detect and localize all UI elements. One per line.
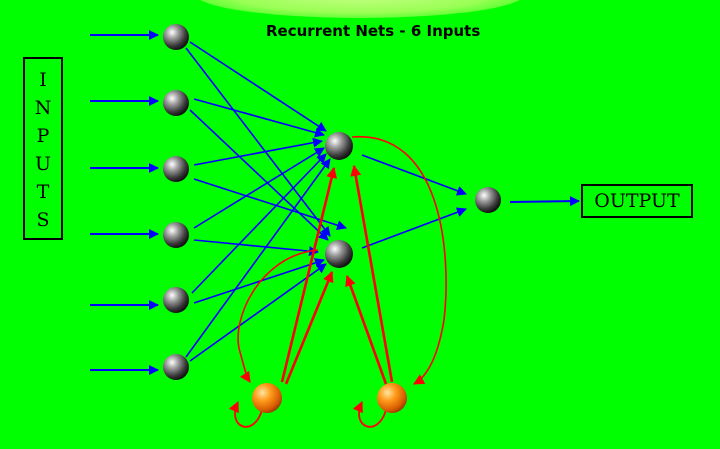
connection-arrow (185, 47, 331, 237)
connection-arrow (193, 258, 325, 304)
connection-arrow (189, 41, 327, 132)
context-to-hidden-arrow (284, 270, 334, 385)
hidden-neuron (325, 240, 353, 268)
context-neuron (252, 383, 282, 413)
hidden-to-context-arrow (237, 249, 319, 383)
hidden-neuron (325, 132, 353, 160)
title-glow (195, 0, 525, 18)
inputs-letter: N (34, 97, 52, 119)
connection-arrow (193, 137, 323, 166)
input-neuron (163, 90, 189, 116)
output-box: OUTPUT (581, 184, 693, 218)
context-to-hidden-arrow (345, 274, 388, 385)
self-loop-arrow (228, 401, 263, 428)
context-neuron (377, 383, 407, 413)
inputs-box: I N P U T S (23, 57, 63, 240)
connection-arrow (189, 263, 327, 362)
connection-arrow (191, 153, 327, 294)
connection-arrow (361, 154, 467, 196)
connection-arrow (193, 98, 325, 138)
hidden-neurons (325, 132, 353, 268)
output-neuron (475, 187, 501, 213)
input-neurons (163, 24, 189, 380)
output-label: OUTPUT (594, 190, 680, 212)
self-loop-arrow (352, 401, 387, 428)
inputs-letter: T (36, 181, 50, 203)
recurrent-connections (228, 136, 447, 428)
inputs-letter: U (34, 153, 51, 175)
connection-arrow (361, 207, 467, 249)
input-neuron (163, 287, 189, 313)
input-neuron (163, 156, 189, 182)
input-to-hidden-connections (185, 41, 347, 362)
hidden-to-context-arrow (351, 136, 447, 385)
input-neuron (163, 24, 189, 50)
context-neurons (252, 383, 407, 413)
inputs-letter: S (36, 209, 50, 231)
output-arrow (509, 196, 580, 207)
connection-arrow (193, 239, 319, 257)
context-to-hidden-arrow (350, 164, 394, 383)
context-to-hidden-arrow (280, 166, 338, 383)
connection-arrow (185, 158, 331, 358)
input-arrows (90, 30, 159, 375)
connection-arrow (193, 147, 325, 229)
input-neuron (163, 222, 189, 248)
inputs-letter: I (39, 69, 47, 91)
input-neuron (163, 354, 189, 380)
connection-arrow (189, 109, 329, 241)
hidden-to-output-connections (361, 154, 580, 249)
diagram-title: Recurrent Nets - 6 Inputs (266, 22, 481, 40)
inputs-letter: P (36, 125, 50, 147)
